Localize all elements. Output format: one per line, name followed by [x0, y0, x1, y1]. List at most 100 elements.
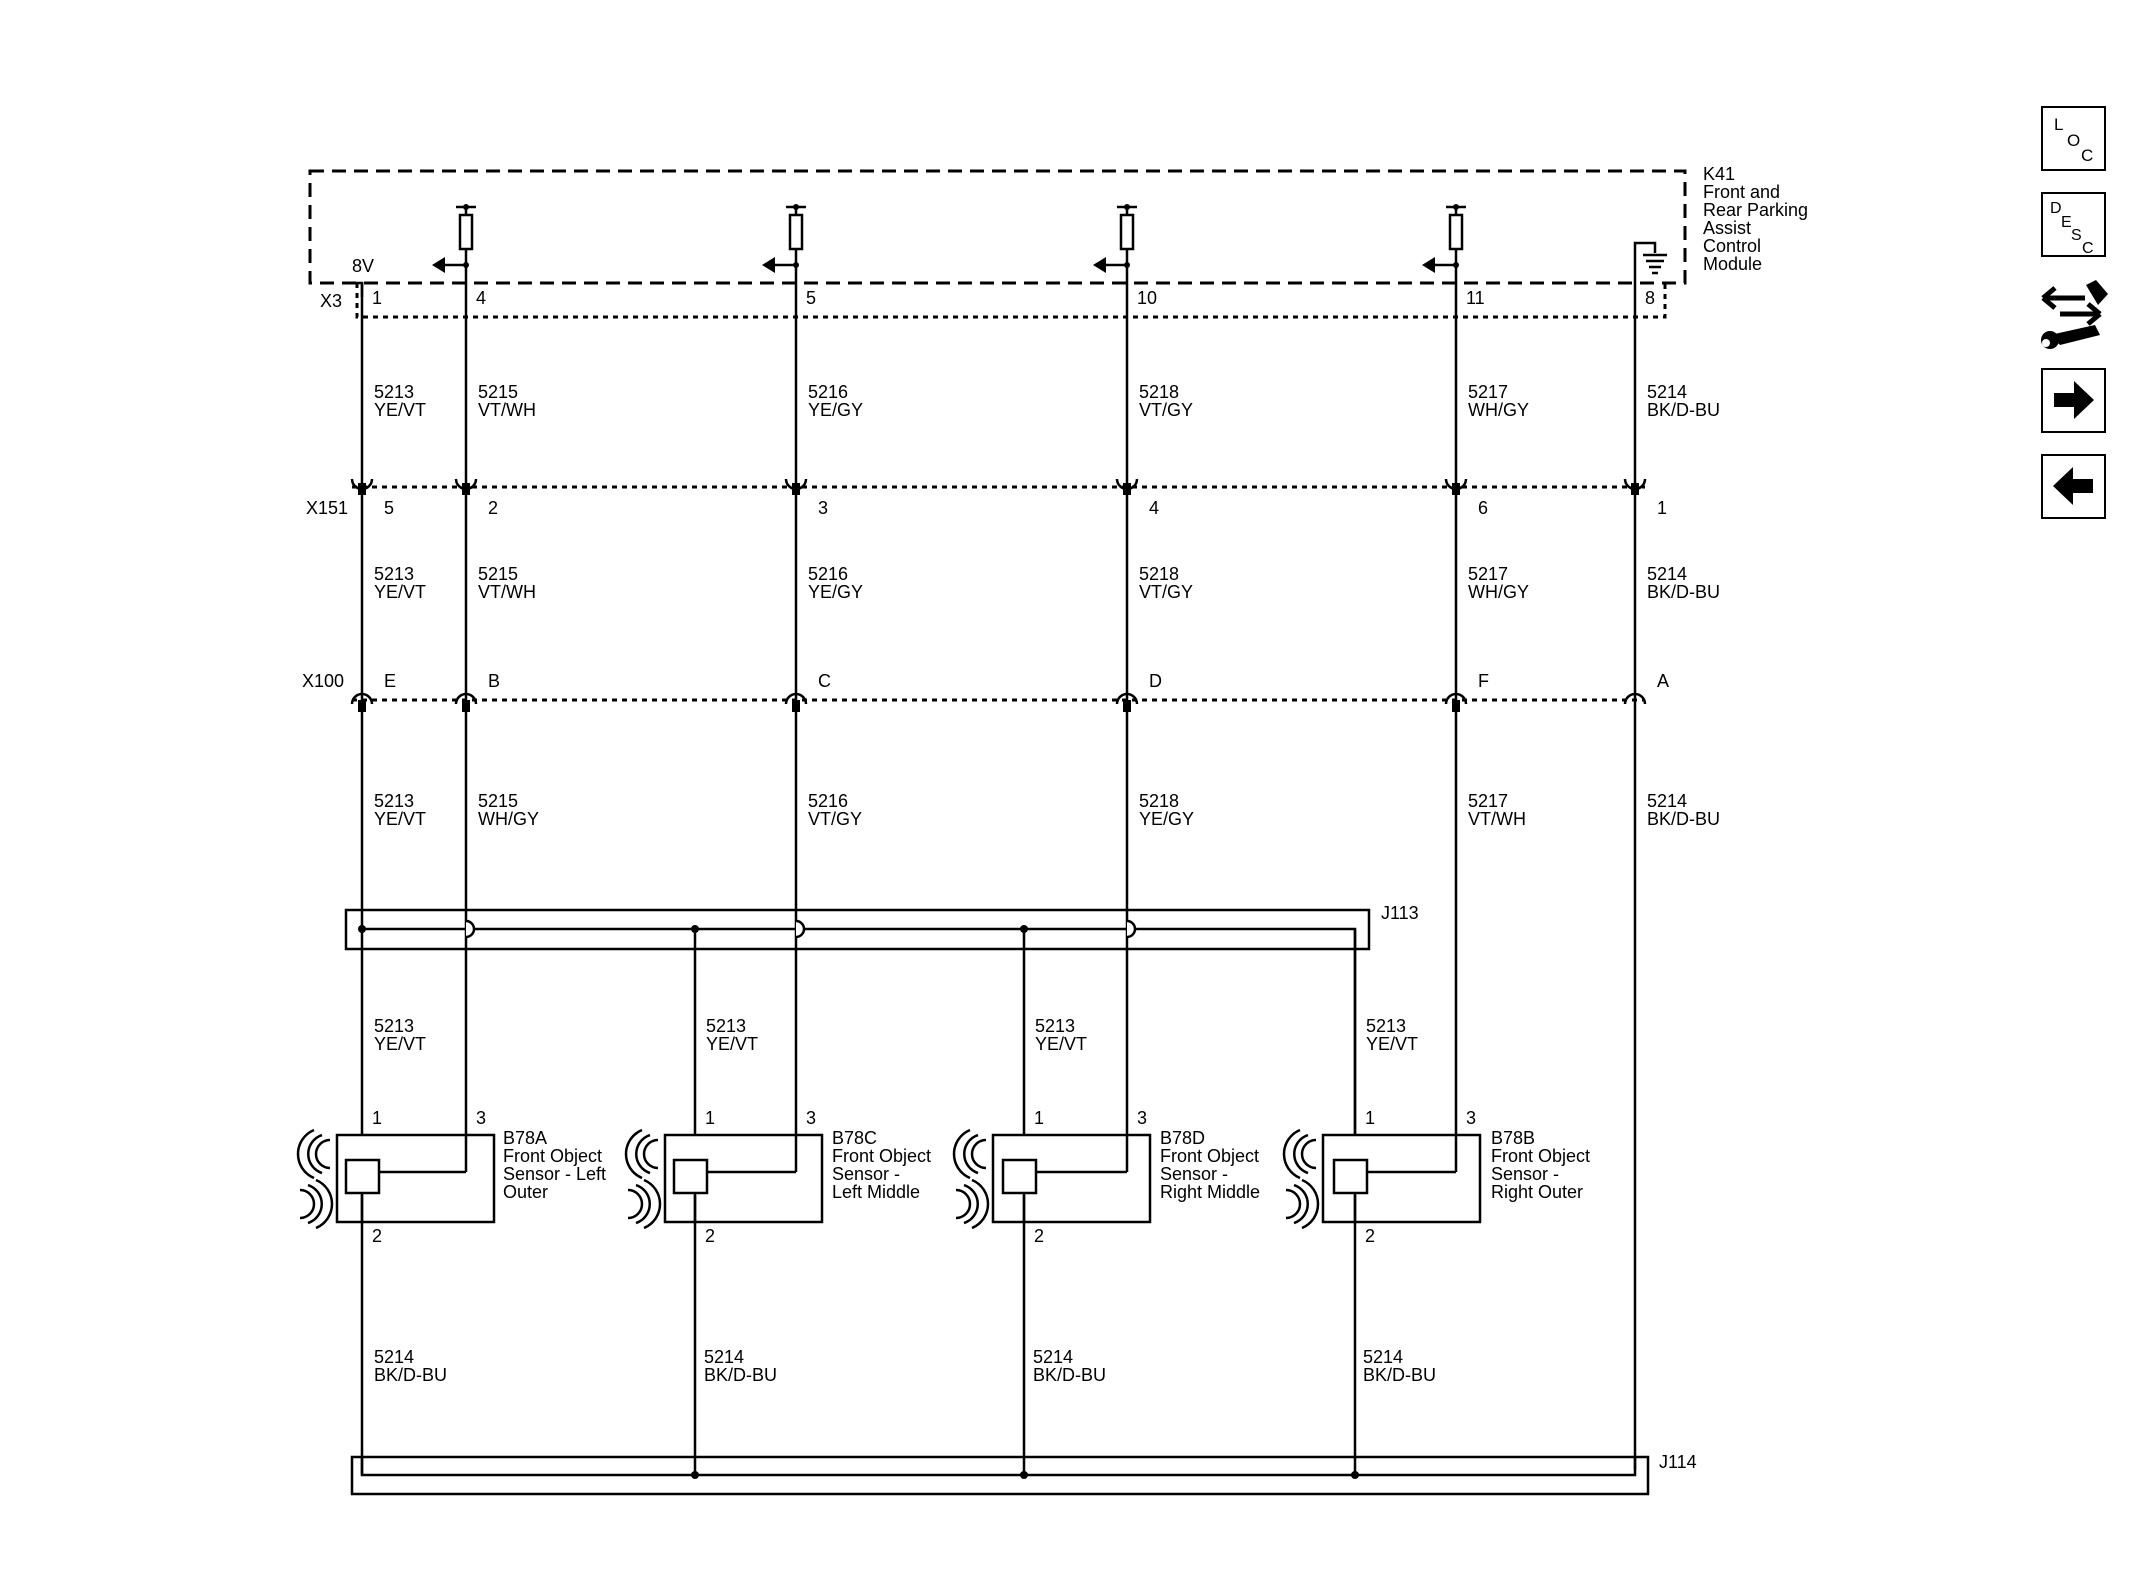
b78a-pin-1: 1: [372, 1108, 382, 1128]
voltage-8v-label: 8V: [352, 256, 374, 276]
x151-pin-5: 5: [384, 498, 394, 518]
x100-pin-a: A: [1657, 671, 1669, 691]
sensor-b78d: 1 3 2 B78D Front Object Sensor - Right M…: [952, 1108, 1260, 1246]
desc-button[interactable]: D E S C: [2041, 192, 2106, 257]
wire-label-color: YE/VT: [374, 400, 426, 420]
wire-label-circuit: 5218: [1139, 382, 1179, 402]
b78d-name-line-3: Right Middle: [1160, 1182, 1260, 1202]
wire-label-circuit: 5217: [1468, 791, 1508, 811]
wire-label-circuit: 5213: [374, 564, 414, 584]
wire-label-circuit: 5218: [1139, 564, 1179, 584]
wire-label-color: BK/D-BU: [1363, 1365, 1436, 1385]
wire-label-circuit: 5216: [808, 791, 848, 811]
b78b-element: [1332, 1158, 1369, 1195]
wire-label-color: WH/GY: [1468, 582, 1529, 602]
b78a-element: [344, 1158, 381, 1195]
wires: [360, 265, 1637, 1475]
next-button[interactable]: [2041, 368, 2106, 433]
pullup-resistor-pin5: [762, 204, 806, 273]
x3-pin-10: 10: [1137, 288, 1157, 308]
desc-letter-s: S: [2071, 227, 2082, 244]
k41-name-line-3: Assist: [1703, 218, 1751, 238]
b78b-ref: B78B: [1491, 1128, 1535, 1148]
k41-name-line-4: Control: [1703, 236, 1761, 256]
back-button[interactable]: [2041, 454, 2106, 519]
wire-label-circuit: 5213: [1366, 1016, 1406, 1036]
x3-pin-11: 11: [1466, 288, 1485, 308]
wire-label-color: VT/GY: [808, 809, 862, 829]
wire-label-circuit: 5213: [374, 791, 414, 811]
desc-letter-c: C: [2082, 240, 2094, 257]
wire-label-circuit: 5215: [478, 791, 518, 811]
wire-labels-x151-x100: 5213 YE/VT 5215 VT/WH 5216 YE/GY 5218 VT…: [374, 564, 1720, 602]
b78d-pin-3: 3: [1137, 1108, 1147, 1128]
wire-label-color: YE/GY: [1139, 809, 1194, 829]
wire-label-color: YE/VT: [374, 809, 426, 829]
pullup-resistor-pin11: [1422, 204, 1466, 273]
loc-letter-c: C: [2081, 146, 2093, 165]
sensor-b78b: 1 3 2 B78B Front Object Sensor - Right O…: [1282, 1108, 1590, 1246]
wire-label-color: YE/VT: [374, 582, 426, 602]
wire-label-color: YE/VT: [706, 1034, 758, 1054]
wire-label-color: YE/GY: [808, 400, 863, 420]
wire-label-circuit: 5214: [1647, 382, 1687, 402]
wire-label-color: WH/GY: [1468, 400, 1529, 420]
b78b-body: [1321, 1133, 1482, 1224]
b78d-name-line-1: Front Object: [1160, 1146, 1259, 1166]
connector-wrench-icon[interactable]: [2041, 280, 2108, 349]
b78a-pin-3: 3: [476, 1108, 486, 1128]
ultrasonic-wave-icon: [296, 1128, 334, 1230]
x3-pin-8: 8: [1645, 288, 1655, 308]
wire-label-circuit: 5217: [1468, 382, 1508, 402]
connector-x100: X100 E B C D F A: [302, 671, 1669, 712]
b78b-pin-2: 2: [1365, 1226, 1375, 1246]
wire-label-color: BK/D-BU: [1647, 400, 1720, 420]
x100-pin-b: B: [488, 671, 500, 691]
x3-pin-5: 5: [806, 288, 816, 308]
wire-label-circuit: 5214: [1363, 1347, 1403, 1367]
x100-pin-d: D: [1149, 671, 1162, 691]
splice-branch-labels: 5213 YE/VT 5213 YE/VT 5213 YE/VT 5213 YE…: [374, 1016, 1418, 1054]
k41-module-outline: [308, 169, 1687, 285]
k41-name-line-2: Rear Parking: [1703, 200, 1808, 220]
b78d-element: [1001, 1158, 1038, 1195]
x151-pin-4: 4: [1149, 498, 1159, 518]
b78d-pin-2: 2: [1034, 1226, 1044, 1246]
b78b-name-line-3: Right Outer: [1491, 1182, 1583, 1202]
wire-label-color: BK/D-BU: [1647, 582, 1720, 602]
b78c-body: [663, 1133, 824, 1224]
j114-label: J114: [1659, 1452, 1697, 1472]
wire-label-color: BK/D-BU: [704, 1365, 777, 1385]
arrow-right-icon: [2054, 381, 2094, 419]
pullup-resistor-pin4: [432, 204, 476, 273]
wire-label-color: YE/VT: [1035, 1034, 1087, 1054]
x3-connector-label: X3: [320, 291, 342, 311]
arrow-left-icon: [2053, 467, 2093, 505]
b78d-pin-1: 1: [1034, 1108, 1044, 1128]
j114-bus: [360, 1457, 1637, 1477]
wire-label-color: VT/WH: [478, 400, 536, 420]
b78c-name-line-1: Front Object: [832, 1146, 931, 1166]
b78a-name-line-3: Outer: [503, 1182, 548, 1202]
x151-pin-3: 3: [818, 498, 828, 518]
sensor-b78a: 1 3 2 B78A Front Object Sensor - Left Ou…: [296, 1108, 606, 1246]
b78c-ref: B78C: [832, 1128, 877, 1148]
x151-pin-6: 6: [1478, 498, 1488, 518]
wire-label-color: YE/GY: [808, 582, 863, 602]
wire-label-color: BK/D-BU: [374, 1365, 447, 1385]
b78c-pin-3: 3: [806, 1108, 816, 1128]
x100-pin-f: F: [1478, 671, 1489, 691]
loc-button[interactable]: L O C: [2041, 106, 2106, 171]
b78d-name-line-2: Sensor -: [1160, 1164, 1228, 1184]
b78a-ref: B78A: [503, 1128, 547, 1148]
wire-label-circuit: 5216: [808, 382, 848, 402]
k41-ref: K41: [1703, 164, 1735, 184]
b78c-name-line-2: Sensor -: [832, 1164, 900, 1184]
wire-label-circuit: 5215: [478, 382, 518, 402]
wire-label-color: VT/WH: [478, 582, 536, 602]
wire-label-circuit: 5213: [374, 1016, 414, 1036]
wire-label-circuit: 5214: [1647, 564, 1687, 584]
wire-label-circuit: 5214: [374, 1347, 414, 1367]
wire-label-circuit: 5213: [374, 382, 414, 402]
